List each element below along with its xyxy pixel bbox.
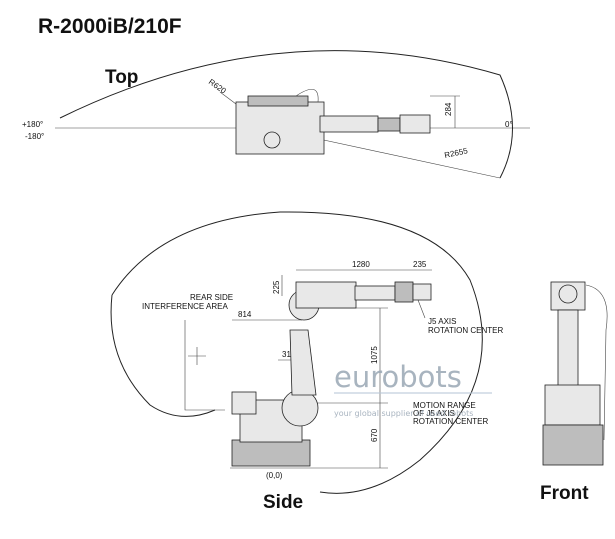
front-view-label: Front [540, 483, 589, 504]
j5-leader-line [417, 299, 426, 319]
drawing-title: R-2000iB/210F [38, 15, 182, 38]
motion-range-line2: OF J5 AXIS [413, 409, 455, 418]
j5-center-line2: ROTATION CENTER [428, 326, 503, 335]
side-dim-1075: 1075 [370, 346, 379, 364]
side-origin-label: (0,0) [266, 471, 283, 480]
side-dim-312: 312 [282, 350, 296, 359]
top-radius-inner-label: R620 [207, 77, 228, 96]
side-view-label: Side [263, 492, 303, 513]
side-dim-1280: 1280 [352, 260, 370, 269]
side-rear-arc [110, 294, 216, 417]
motion-range-line1: MOTION RANGE [413, 401, 476, 410]
eurobots-watermark: eurobots your global supplier of used ro… [334, 360, 492, 418]
top-angle-negative: -180° [25, 132, 44, 141]
top-angle-positive: +180° [22, 120, 43, 129]
side-view: Side 1280 235 225 814 312 1075 670 (0,0)… [110, 211, 503, 513]
side-dim-670: 670 [370, 428, 379, 442]
front-view: Front [540, 281, 608, 504]
watermark-tagline: your global supplier of used robots [334, 409, 473, 418]
side-motion-range-arc [111, 211, 483, 494]
top-radius-outer-label: R2655 [444, 146, 469, 160]
top-view: Top +180° -180° 0° R620 R2655 284 [22, 50, 530, 179]
rear-area-line2: INTERFERENCE AREA [142, 302, 228, 311]
side-dim-225: 225 [272, 280, 281, 294]
top-robot-outline [235, 89, 431, 155]
side-robot-outline [231, 281, 432, 467]
side-dim-235: 235 [413, 260, 427, 269]
motion-range-line3: ROTATION CENTER [413, 417, 488, 426]
front-robot-outline [542, 281, 608, 466]
j5-center-line1: J5 AXIS [428, 317, 456, 326]
top-offset-label: 284 [444, 102, 453, 116]
watermark-brand: eurobots [334, 360, 462, 394]
side-dim-814: 814 [238, 310, 252, 319]
top-view-label: Top [105, 67, 138, 88]
side-interference-boundary [184, 320, 225, 411]
top-angle-zero: 0° [505, 120, 513, 129]
rear-area-line1: REAR SIDE [190, 293, 233, 302]
top-motion-range-arc [59, 50, 513, 179]
